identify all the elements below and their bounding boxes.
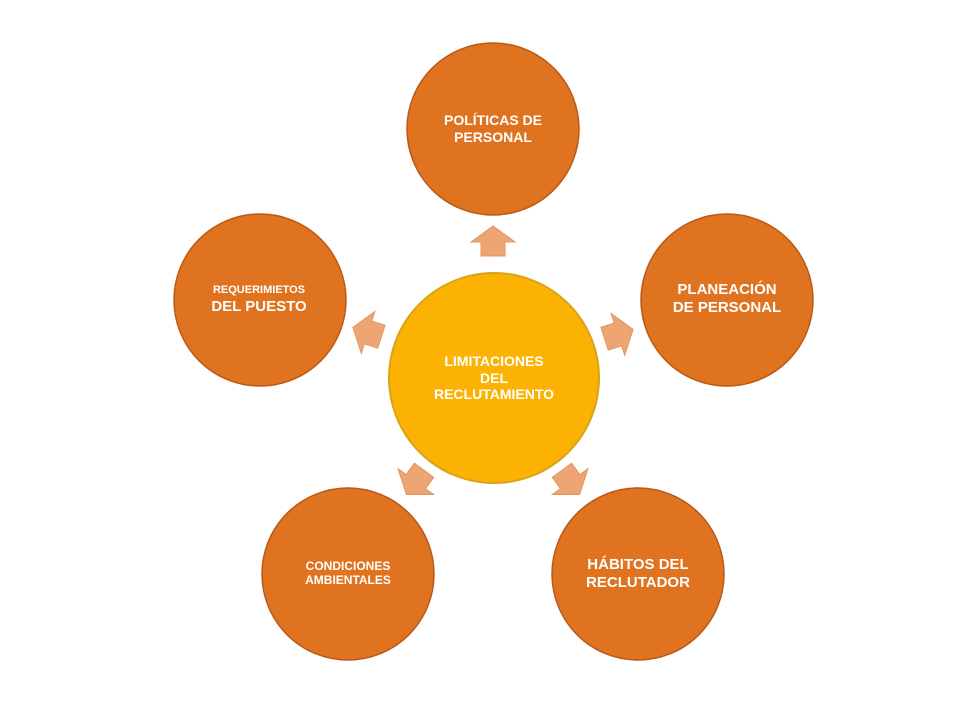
center-label-line-2: DEL [480,369,508,386]
node-label-line: DE PERSONAL [672,299,782,316]
center-label-line-3: RECLUTAMIENTO [433,386,555,403]
node-circle-planeacion-de-personal [640,213,814,387]
node-circle-politicas-de-personal [406,42,580,216]
node-label-line: DEL PUESTO [211,297,307,315]
node-label-line: POLÍTICAS DE [443,112,542,129]
node-circle-condiciones-ambientales [261,487,435,661]
arrow-to-habitos-icon [550,462,589,496]
arrow-to-planeacion-icon [600,312,634,357]
center-label: LIMITACIONES DEL RECLUTAMIENTO [404,338,584,418]
center-label-line-1: LIMITACIONES [444,352,544,369]
node-label-line: HÁBITOS DEL [587,556,689,573]
node-label-requerimietos-del-puesto: REQUERIMIETOS DEL PUESTO [186,278,332,322]
center-circle [388,272,600,484]
node-circle-requerimietos-del-puesto [173,213,347,387]
arrow-to-politicas-icon [469,225,517,257]
node-label-line: CONDICIONES [305,558,391,573]
node-label-planeacion-de-personal: PLANEACIÓN DE PERSONAL [655,274,799,324]
node-label-line: REQUERIMIETOS [212,284,306,297]
node-label-habitos-del-reclutador: HÁBITOS DEL RECLUTADOR [568,549,708,599]
node-label-politicas-de-personal: POLÍTICAS DE PERSONAL [423,104,563,154]
node-label-line: AMBIENTALES [305,573,391,587]
node-label-line: RECLUTADOR [586,574,690,591]
arrow-to-requerimietos-icon [352,310,386,355]
node-label-condiciones-ambientales: CONDICIONES AMBIENTALES [278,551,418,595]
node-label-line: PLANEACIÓN [677,281,777,298]
node-label-line: PERSONAL [454,129,532,145]
arrow-to-condiciones-icon [397,462,436,496]
node-circle-habitos-del-reclutador [551,487,725,661]
